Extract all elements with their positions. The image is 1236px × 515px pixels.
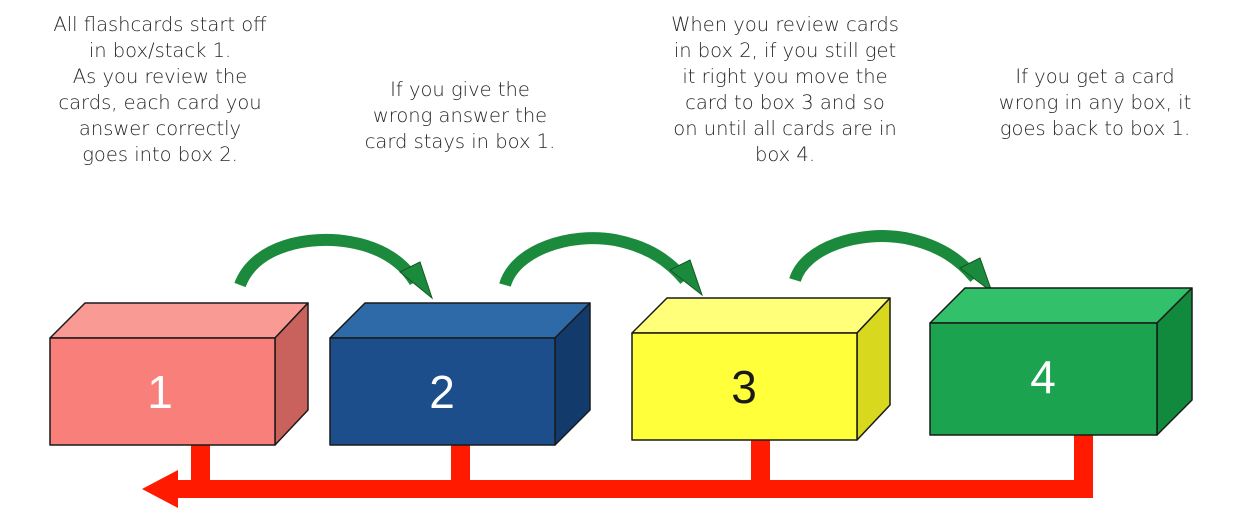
box-4-number: 4 xyxy=(1030,351,1056,403)
box-1-number: 1 xyxy=(147,366,173,418)
box-2-top xyxy=(330,303,590,338)
box-4-top xyxy=(930,288,1192,323)
box-3-number: 3 xyxy=(731,361,757,413)
return-arrow-shaft xyxy=(165,480,1093,498)
forward-arrow-1-2 xyxy=(240,240,415,285)
forward-arrow-3-4 xyxy=(795,236,975,280)
box-3-top xyxy=(632,298,890,333)
box-1-top xyxy=(50,303,308,338)
box-3: 3 xyxy=(632,298,890,440)
return-arrow xyxy=(142,435,1093,508)
forward-arrows xyxy=(240,236,992,298)
box-2-number: 2 xyxy=(429,366,455,418)
box-4: 4 xyxy=(930,288,1192,435)
box-2: 2 xyxy=(330,303,590,445)
box-1: 1 xyxy=(50,303,308,445)
forward-arrow-2-3 xyxy=(505,238,685,285)
return-arrow-head xyxy=(142,470,178,508)
